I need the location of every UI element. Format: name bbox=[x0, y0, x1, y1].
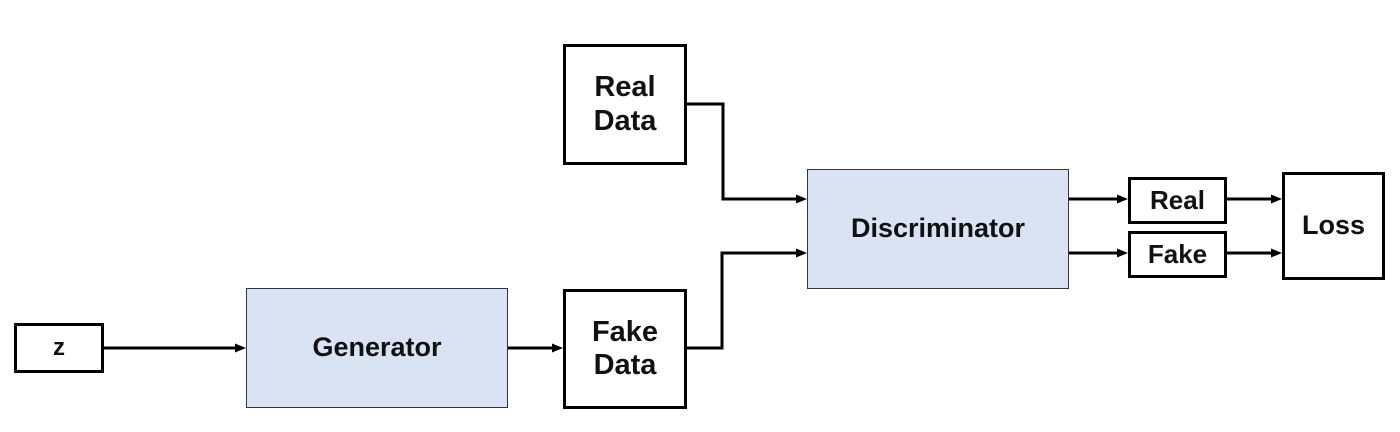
fake-data-label-line-1: Fake bbox=[591, 315, 659, 348]
real-data-label-line-1: Real bbox=[594, 71, 656, 104]
generator-box: Generator bbox=[246, 288, 508, 408]
real-output-label: Real bbox=[1150, 184, 1205, 215]
arrow-real-data-to-discriminator bbox=[687, 102, 797, 201]
arrowhead-loss-real bbox=[1271, 194, 1282, 204]
fake-output-label: Fake bbox=[1147, 238, 1208, 269]
real-output-box: Real bbox=[1128, 177, 1227, 224]
arrowhead-fake-data bbox=[552, 343, 563, 353]
arrowhead-real-output bbox=[1117, 194, 1128, 204]
arrow-fake-data-to-discriminator bbox=[687, 251, 797, 350]
arrowhead-discriminator-real bbox=[796, 194, 807, 204]
real-data-label-line-2: Data bbox=[593, 104, 657, 137]
loss-box: Loss bbox=[1282, 172, 1385, 280]
arrowhead-generator bbox=[235, 343, 246, 353]
arrowhead-loss-fake bbox=[1271, 248, 1282, 258]
arrowhead-fake-output bbox=[1117, 248, 1128, 258]
z-input-box: z bbox=[14, 323, 104, 373]
z-label: z bbox=[53, 334, 65, 362]
real-data-box: Real Data bbox=[563, 44, 687, 165]
fake-output-box: Fake bbox=[1128, 231, 1227, 278]
discriminator-box: Discriminator bbox=[807, 169, 1069, 289]
fake-data-box: Fake Data bbox=[563, 289, 687, 409]
arrowhead-discriminator-fake bbox=[796, 248, 807, 258]
fake-data-label-line-2: Data bbox=[593, 349, 657, 381]
discriminator-label: Discriminator bbox=[850, 213, 1026, 244]
generator-label: Generator bbox=[312, 332, 442, 363]
loss-label: Loss bbox=[1301, 210, 1366, 241]
